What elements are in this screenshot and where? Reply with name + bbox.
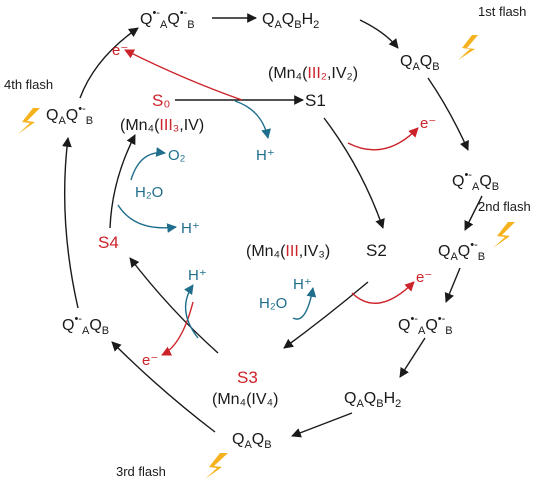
proton-labels: H⁺ O₂ H₂O H⁺ H⁺ H⁺ H₂O bbox=[135, 147, 312, 312]
mn-s2: (Mn₄(III,IV₃) bbox=[246, 243, 330, 260]
arrow-oxygen-s4 bbox=[130, 147, 166, 181]
arrow-right-low-to-bottom bbox=[291, 412, 353, 438]
arrow-second-b-to-right-mid bbox=[444, 267, 461, 303]
arrow-s3-to-s4 bbox=[129, 257, 219, 354]
arrow-proton-s0 bbox=[234, 100, 271, 139]
quinone-left-top: QAQ•-B bbox=[46, 103, 93, 127]
proton-label-s3: H⁺ bbox=[188, 267, 207, 284]
arrow-right-mid-to-right-low bbox=[399, 337, 426, 378]
state-s0: S₀ bbox=[152, 91, 170, 110]
mn-s1: (Mn₄(III₂,IV₂) bbox=[268, 65, 358, 82]
arrow-left-top-to-top-left bbox=[79, 27, 139, 99]
arrow-electron-s3 bbox=[161, 301, 194, 356]
label-first-flash: 1st flash bbox=[478, 4, 526, 19]
quinone-left-low: Q•-AQB bbox=[62, 313, 109, 337]
state-s4: S4 bbox=[98, 233, 119, 252]
proton-label-s0: H⁺ bbox=[256, 147, 275, 164]
label-third-flash: 3rd flash bbox=[116, 464, 166, 479]
state-s3: S3 bbox=[237, 368, 258, 387]
proton-label-s2: H⁺ bbox=[293, 276, 312, 293]
quinone-after-second-b: QAQ•-B bbox=[438, 239, 485, 263]
s-state-labels: S₀ S1 S2 S3 S4 bbox=[98, 91, 387, 387]
oxygen-label-s4: O₂ bbox=[168, 147, 186, 164]
flash-bolts bbox=[18, 35, 515, 479]
quinone-right-low: QAQBH2 bbox=[344, 390, 401, 410]
quinone-after-first: QAQB bbox=[400, 53, 440, 73]
water-label-s4: H₂O bbox=[135, 184, 163, 201]
proton-arrows bbox=[117, 100, 317, 339]
mn-s3: (Mn₄(IV₄) bbox=[212, 391, 278, 408]
electron-label-s0: e⁻ bbox=[112, 42, 128, 59]
flash-labels: 1st flash 2nd flash 3rd flash 4th flash bbox=[4, 4, 531, 479]
quinone-top-mid: QAQBH2 bbox=[262, 11, 319, 31]
water-label-s2: H₂O bbox=[259, 295, 287, 312]
arrow-s1-to-s2 bbox=[323, 117, 385, 229]
electron-labels: e⁻ e⁻ e⁻ e⁻ bbox=[112, 42, 436, 369]
state-s1: S1 bbox=[305, 91, 326, 110]
arrow-proton-s3 bbox=[183, 284, 199, 339]
manganese-labels: (Mn₄(III₃,IV) (Mn₄(III₂,IV₂) (Mn₄(III,IV… bbox=[120, 65, 358, 408]
lightning-icon bbox=[205, 453, 228, 479]
arrow-first-to-second bbox=[427, 77, 469, 151]
arrow-left-low-to-left-top bbox=[62, 137, 79, 309]
quinone-right-mid: Q•-AQ•-B bbox=[398, 313, 453, 337]
quinone-bottom: QAQB bbox=[232, 431, 272, 451]
s-state-arrows bbox=[109, 95, 385, 354]
lightning-icon bbox=[458, 35, 478, 60]
mn-s0: (Mn₄(III₃,IV) bbox=[120, 117, 204, 134]
arrow-top-mid-to-first bbox=[359, 19, 399, 49]
arrow-water-s2 bbox=[292, 287, 317, 320]
label-second-flash: 2nd flash bbox=[478, 199, 531, 214]
outer-cycle-arrows bbox=[62, 13, 483, 438]
electron-label-s3: e⁻ bbox=[142, 352, 158, 369]
lightning-icon bbox=[18, 108, 40, 134]
lightning-icon bbox=[493, 222, 515, 248]
quinone-top-left: Q•-AQ•-B bbox=[140, 7, 195, 31]
arrow-s2-to-s3 bbox=[283, 281, 369, 349]
electron-label-s1: e⁻ bbox=[420, 115, 436, 132]
quinone-after-second-a: Q•-AQB bbox=[452, 169, 499, 193]
electron-label-s2: e⁻ bbox=[416, 269, 432, 286]
arrow-s4-to-s0 bbox=[109, 134, 136, 229]
proton-label-s4: H⁺ bbox=[181, 220, 200, 237]
arrow-electron-s1 bbox=[347, 127, 419, 151]
electron-arrows bbox=[124, 49, 419, 356]
arrow-second-a-to-b bbox=[464, 195, 483, 231]
arrow-electron-s0 bbox=[124, 49, 243, 101]
arrow-proton-s4 bbox=[117, 204, 177, 233]
arrow-bottom-to-left-low bbox=[111, 341, 216, 433]
label-fourth-flash: 4th flash bbox=[4, 77, 53, 92]
state-s2: S2 bbox=[366, 241, 387, 260]
arrow-electron-s2 bbox=[351, 281, 415, 304]
